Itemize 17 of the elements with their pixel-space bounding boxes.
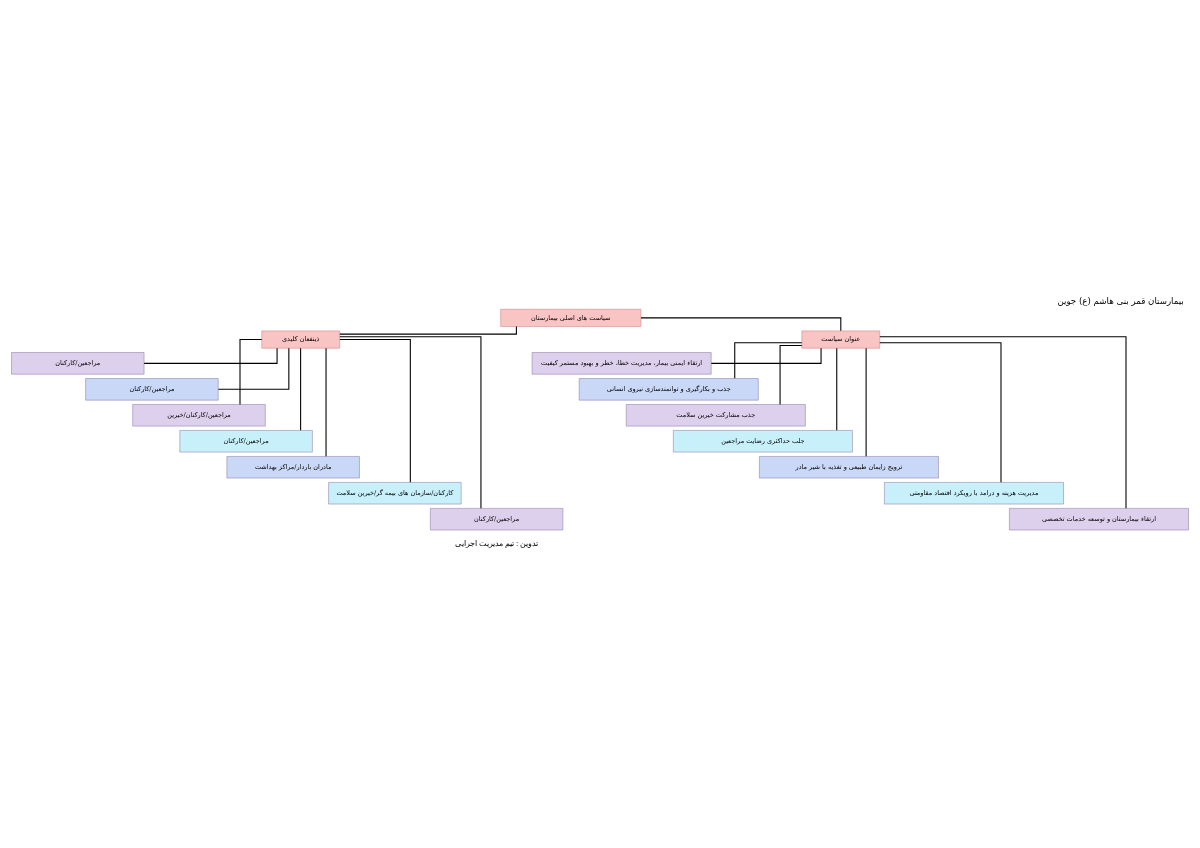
diagram-title: بیمارستان قمر بنی هاشم (ع) جوین (1057, 295, 1184, 306)
connector (239, 338, 263, 405)
connector (339, 325, 517, 335)
connector (836, 347, 838, 431)
connector (300, 347, 302, 431)
connector (879, 341, 1002, 483)
connector (217, 347, 290, 390)
connector (339, 335, 482, 509)
caption: تدوین : تیم مدیریت اجرایی (454, 538, 539, 548)
connector (879, 335, 1127, 509)
connector (640, 316, 842, 331)
connector (339, 338, 411, 483)
connector (779, 344, 803, 405)
connector (143, 347, 278, 364)
connector (734, 341, 803, 379)
connector (865, 347, 867, 457)
connector (710, 347, 822, 364)
